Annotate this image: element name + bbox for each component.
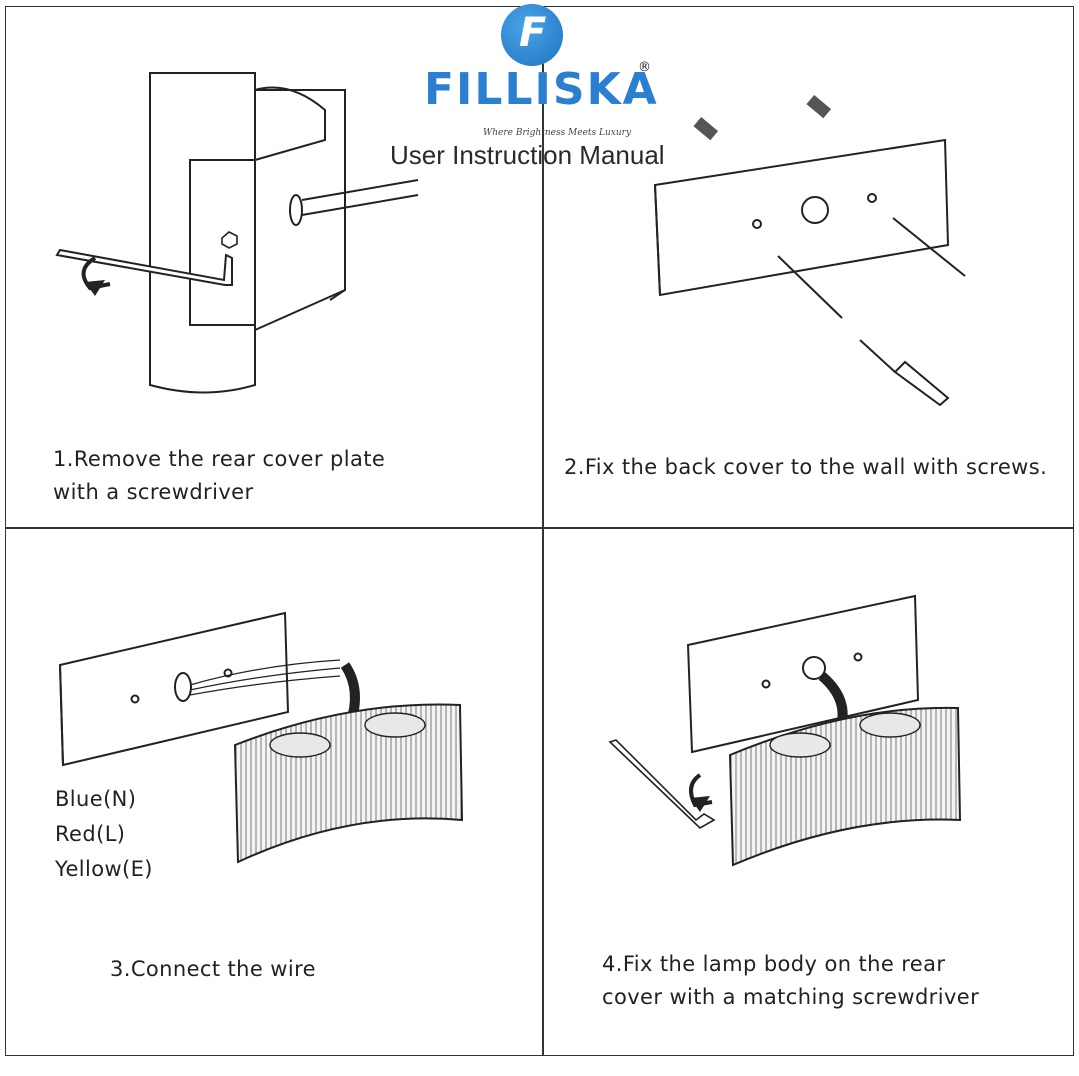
horizontal-divider [5,527,1074,529]
brand-tagline: Where Brightness Meets Luxury [483,128,632,138]
step4-caption-line2: cover with a matching screwdriver [602,985,980,1009]
step1-caption-line2: with a screwdriver [53,480,254,504]
step2-illustration [653,94,966,407]
step1-caption-line1: 1.Remove the rear cover plate [53,447,386,471]
wire-red: Red(L) [55,822,126,846]
wire-color-list: Blue(N) Red(L) Yellow(E) [55,782,153,887]
step1-caption: 1.Remove the rear cover plate with a scr… [53,443,385,509]
step1-illustration [55,72,419,394]
vertical-divider [542,6,544,1056]
step3-caption-line1: 3.Connect the wire [110,957,316,981]
filliska-logo-icon: F [501,4,563,66]
step2-caption-line1: 2.Fix the back cover to the wall with sc… [564,455,1048,479]
brand-name: FILLISKA [424,64,659,115]
step2-caption: 2.Fix the back cover to the wall with sc… [564,451,1047,484]
step4-illustration [608,594,962,867]
step4-caption: 4.Fix the lamp body on the rear cover wi… [602,948,979,1014]
step3-caption: 3.Connect the wire [110,953,316,986]
wire-yellow: Yellow(E) [55,857,153,881]
step4-caption-line1: 4.Fix the lamp body on the rear [602,952,946,976]
step3-illustration [58,611,464,864]
registered-mark: ® [638,60,651,75]
brand-header: F FILLISKA ® Where Brightness Meets Luxu… [388,2,688,177]
manual-title: User Instruction Manual [390,140,665,170]
logo-letter: F [519,10,547,56]
wire-blue: Blue(N) [55,787,137,811]
